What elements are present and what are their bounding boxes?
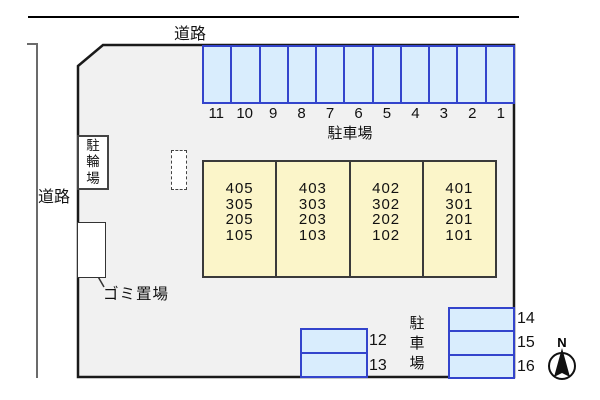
parking-stall <box>486 47 513 102</box>
room-number: 201 <box>445 211 474 228</box>
parking-stall <box>450 309 513 333</box>
parking-label-bottom: 駐車場 <box>404 314 430 374</box>
room-number: 401 <box>445 180 474 197</box>
room-number: 105 <box>225 226 254 244</box>
room-number: 205 <box>225 211 254 228</box>
compass: N <box>548 335 576 380</box>
parking-stall <box>260 47 289 102</box>
room-number: 301 <box>445 195 474 213</box>
parking-stall <box>373 47 402 102</box>
bicycle-parking-box: 駐輪場 <box>77 135 109 190</box>
room-number: 305 <box>225 195 254 213</box>
vertical-char: 車 <box>409 335 425 352</box>
road-label-top: 道路 <box>173 26 206 43</box>
parking-stall-number: 8 <box>297 105 306 122</box>
parking-stall-number: 6 <box>354 105 363 122</box>
parking-row-top-numbers: 11 10 9 8 7 6 5 4 3 2 1 <box>202 105 515 122</box>
parking-stall-number: 4 <box>411 105 420 122</box>
parking-stall <box>317 47 346 102</box>
room-number: 102 <box>372 226 401 244</box>
vertical-char: 駐 <box>86 137 100 153</box>
parking-stall <box>302 330 366 354</box>
parking-stall <box>204 47 233 102</box>
vertical-char: 輪 <box>86 154 100 170</box>
parking-stall <box>450 332 513 356</box>
parking-stall <box>232 47 261 102</box>
parking-stall-number: 14 <box>517 310 535 327</box>
parking-stall <box>450 355 513 377</box>
parking-stall-number: 13 <box>369 356 387 374</box>
parking-stall-number: 16 <box>517 358 535 375</box>
room-number: 403 <box>298 180 327 197</box>
parking-label-top: 駐車場 <box>327 125 373 142</box>
room-number: 103 <box>298 226 327 244</box>
parking-stall <box>458 47 487 102</box>
parking-stall-number: 11 <box>208 105 225 122</box>
road-line-left-arm <box>27 43 38 45</box>
room-number: 202 <box>372 211 401 228</box>
parking-col-bottom-right <box>448 307 515 379</box>
garbage-label: ゴミ置場 <box>103 286 170 303</box>
parking-stall-number: 7 <box>325 105 335 122</box>
parking-bottom-right-numbers: 14 15 16 <box>517 307 535 379</box>
parking-stall-number: 1 <box>496 105 505 122</box>
parking-stall-number: 10 <box>236 105 254 122</box>
room-number: 203 <box>298 211 327 228</box>
parking-stall-number: 9 <box>268 105 278 122</box>
parking-stall <box>302 354 366 376</box>
road-line-left <box>36 43 38 378</box>
vertical-char: 場 <box>409 355 425 372</box>
dashed-box <box>171 150 187 190</box>
parking-stall-number: 15 <box>517 334 535 351</box>
parking-row-top <box>202 45 515 104</box>
parking-col-bottom-left <box>300 328 368 378</box>
compass-north-label: N <box>557 335 566 350</box>
road-label-left: 道路 <box>37 189 70 206</box>
vertical-char: 場 <box>86 170 100 186</box>
room-number: 302 <box>372 195 401 213</box>
room-number: 303 <box>298 195 327 213</box>
room-number: 101 <box>445 226 474 244</box>
parking-stall <box>345 47 374 102</box>
garbage-box <box>77 222 106 278</box>
vertical-char: 駐 <box>409 315 425 332</box>
room-number: 405 <box>225 180 254 197</box>
compass-needle-icon <box>554 348 570 377</box>
parking-stall <box>288 47 318 102</box>
parking-stall <box>430 47 459 102</box>
parking-stall <box>401 47 431 102</box>
parking-stall-number: 3 <box>439 105 449 122</box>
road-line-top <box>28 16 519 18</box>
room-number: 402 <box>372 180 401 197</box>
parking-stall-number: 12 <box>369 331 387 349</box>
parking-stall-number: 5 <box>382 105 392 122</box>
parking-stall-number: 2 <box>468 105 477 122</box>
